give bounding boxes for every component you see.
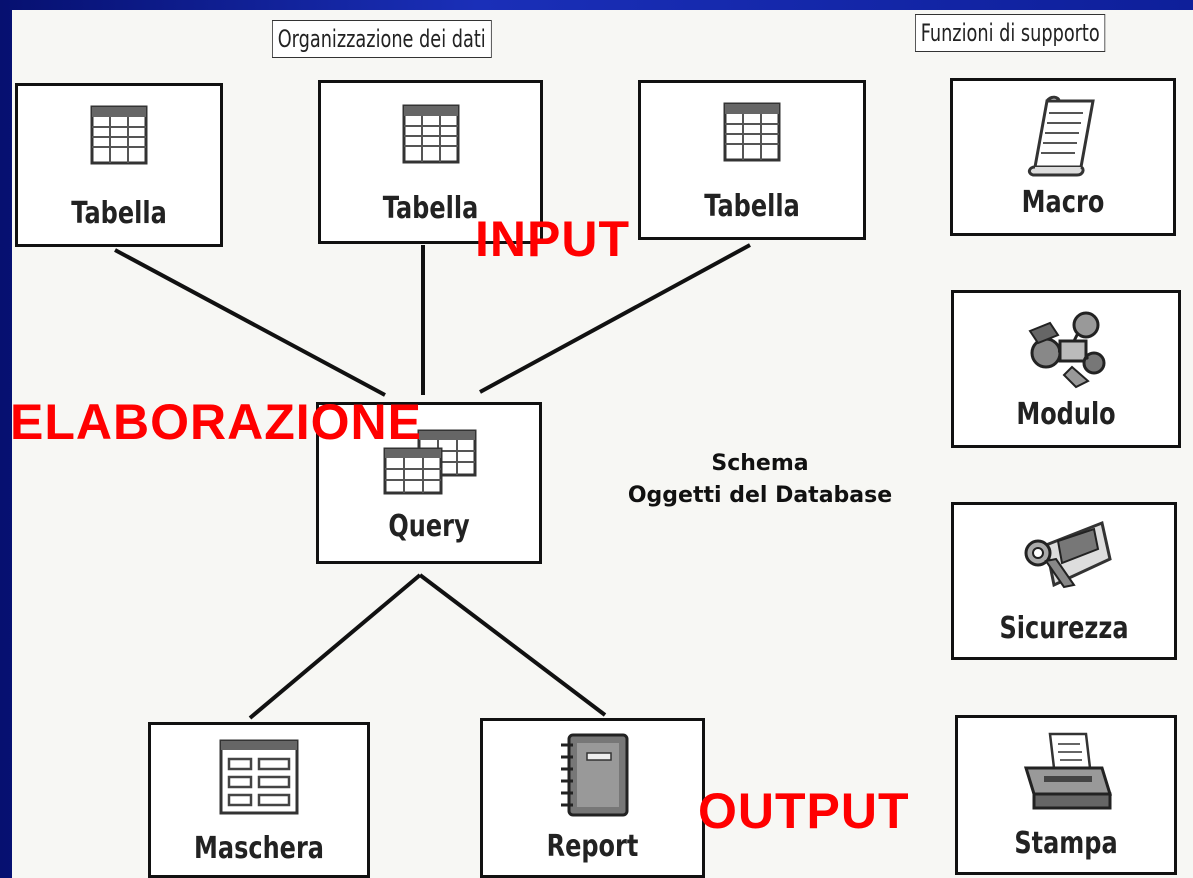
printer-icon (1023, 732, 1113, 810)
diagram-caption: Schema Oggetti del Database (585, 448, 935, 512)
scroll-icon (1027, 95, 1095, 177)
object-modulo: Modulo (951, 290, 1181, 448)
caption-line-2: Oggetti del Database (627, 483, 893, 508)
object-stampa: Stampa (955, 715, 1177, 875)
label-maschera: Maschera (194, 831, 324, 866)
label-report: Report (546, 829, 639, 864)
table-grid-icon (723, 102, 781, 162)
object-sicurezza: Sicurezza (951, 502, 1177, 660)
header-organizzazione: Organizzazione dei dati (272, 20, 492, 58)
label-stampa: Stampa (1014, 826, 1118, 861)
connector-tabella1-query (114, 248, 386, 397)
connector-query-report (418, 573, 607, 717)
label-tabella-1: Tabella (71, 196, 167, 231)
object-maschera: Maschera (148, 722, 370, 878)
label-tabella-2: Tabella (382, 191, 479, 226)
security-icon (1024, 520, 1112, 589)
object-tabella-3: Tabella (638, 80, 866, 240)
object-tabella-1: Tabella (15, 83, 223, 247)
table-grid-icon (402, 104, 459, 164)
table-grid-icon (90, 105, 148, 165)
object-macro: Macro (950, 78, 1176, 236)
overlay-output: OUTPUT (698, 783, 910, 839)
caption-line-1: Schema (711, 451, 809, 476)
label-query: Query (388, 509, 470, 544)
label-tabella-3: Tabella (704, 189, 800, 224)
object-query: Query (316, 402, 542, 564)
object-report: Report (480, 718, 705, 878)
connector-tabella3-query (479, 243, 751, 394)
form-icon (219, 739, 299, 815)
label-modulo: Modulo (1016, 397, 1116, 432)
query-icon (383, 429, 477, 495)
notebook-icon (560, 733, 628, 817)
connector-query-maschera (248, 573, 422, 720)
label-sicurezza: Sicurezza (999, 611, 1129, 646)
module-icon (1028, 311, 1106, 389)
object-tabella-2: Tabella (318, 80, 543, 244)
label-macro: Macro (1021, 185, 1105, 220)
header-funzioni: Funzioni di supporto (915, 14, 1106, 52)
overlay-input: INPUT (475, 211, 630, 267)
overlay-elaborazione: ELABORAZIONE (10, 394, 422, 450)
